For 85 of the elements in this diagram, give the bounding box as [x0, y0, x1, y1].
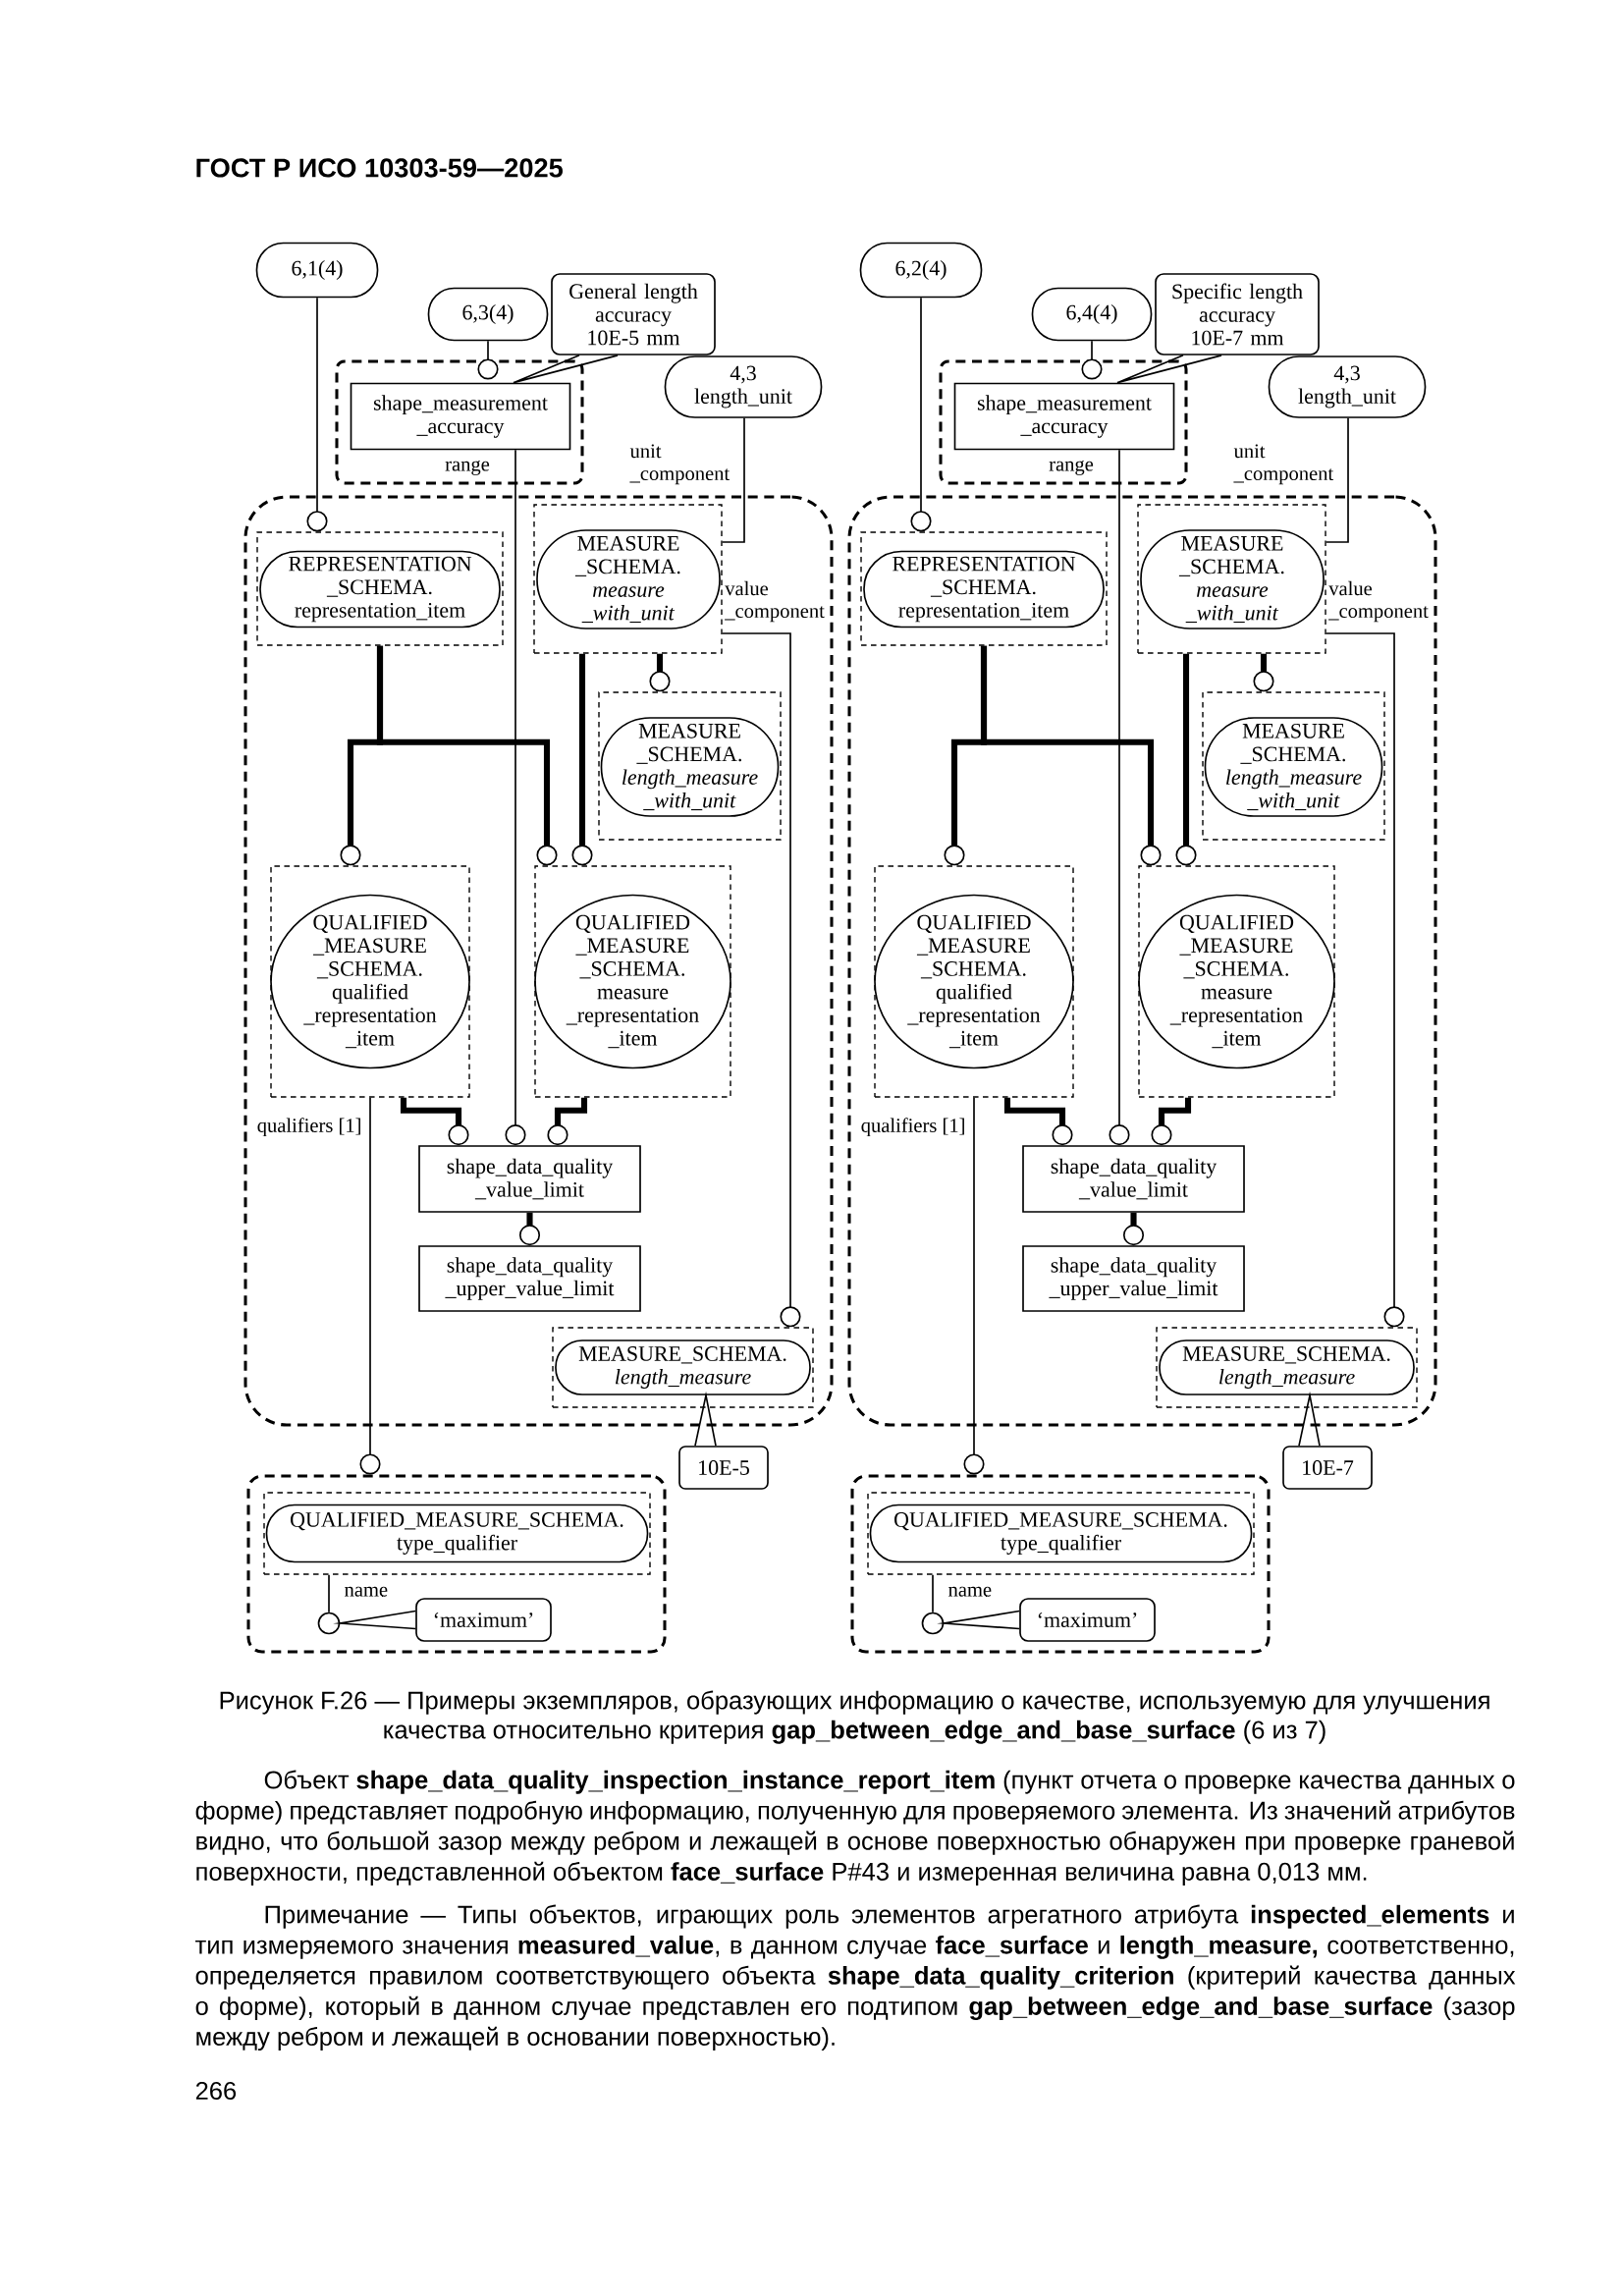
thick-connector	[547, 1097, 588, 1146]
dashed-instance-frame	[1202, 691, 1385, 841]
rounded-entity-box: QUALIFIED_MEASURE_SCHEMA. type_qualifier	[265, 1503, 649, 1563]
rounded-entity-box: MEASURE _SCHEMA. length_measure _with_unit	[1204, 717, 1383, 817]
body-paragraph: Объект shape_data_quality_inspection_instance_report_item (пункт отчета о проверке качества данных о форме) представляет подробную информацию, полученную для проверяемого элемента. Из значений атрибутов видно, что большой зазор между ребром и лежащей в основе поверхностью обнаружен при проверке граневой поверхности, представленной объектом face_surface P#43 и измеренная величина равна 0,013 мм.	[195, 1770, 1515, 1886]
edge-label: range	[445, 460, 490, 475]
edge-label: value _component	[725, 580, 825, 623]
dashed-instance-frame	[860, 531, 1108, 646]
connector-line	[721, 417, 745, 543]
dashed-group-frame	[243, 495, 834, 1427]
callout-box: ‘maximum’	[415, 1598, 552, 1642]
entity-box: shape_measurement _accuracy	[953, 382, 1175, 451]
thick-connector	[1003, 1097, 1073, 1146]
dashed-instance-frame	[1137, 504, 1326, 654]
thick-connector	[376, 645, 558, 866]
thick-connector	[571, 653, 593, 866]
edge-label: range	[1049, 460, 1094, 475]
entity-box: shape_data_quality _value_limit	[418, 1145, 641, 1213]
dashed-instance-frame	[867, 1492, 1255, 1575]
thick-connector	[518, 1212, 541, 1246]
thick-connector	[1122, 1212, 1145, 1246]
connector-line	[932, 1573, 934, 1613]
dashed-instance-frame	[1138, 865, 1335, 1098]
small-circle	[921, 1612, 945, 1635]
edge-label: name	[948, 1586, 992, 1597]
connector-line	[328, 1573, 330, 1613]
entity-box: shape_data_quality _upper_value_limit	[1022, 1245, 1245, 1312]
entity-box: shape_data_quality _value_limit	[1022, 1145, 1245, 1213]
entity-box: shape_data_quality _upper_value_limit	[418, 1245, 641, 1312]
callout-box: ‘maximum’	[1019, 1598, 1156, 1642]
edge-label: value _component	[1328, 580, 1429, 623]
connector-line	[1081, 340, 1103, 380]
dashed-group-frame	[939, 359, 1188, 485]
dashed-group-frame	[335, 359, 584, 485]
figure-caption: Рисунок F.26 — Примеры экземпляров, образующих информацию о качестве, используемую для улучшения качества относительно критерия gap_between_edge_and_base_surface (6 из 7)	[220, 1690, 1489, 1744]
rounded-entity-box: MEASURE _SCHEMA. measure _with_unit	[1140, 529, 1325, 629]
connector-line	[721, 632, 801, 1328]
thick-connector	[400, 1097, 469, 1146]
edge-label: unit _component	[629, 444, 730, 485]
edge-label: unit _component	[1233, 444, 1334, 485]
rounded-entity-box: MEASURE _SCHEMA. length_measure _with_unit	[600, 717, 780, 817]
connector-line	[910, 297, 932, 532]
connector-line	[1325, 632, 1405, 1328]
dashed-instance-frame	[533, 504, 723, 654]
callout-box: General length accuracy 10E-5 mm	[551, 273, 716, 355]
connector-line	[505, 449, 526, 1146]
dashed-instance-frame	[1156, 1327, 1418, 1408]
connector-line	[963, 1096, 985, 1475]
thick-connector	[1151, 1097, 1192, 1146]
callout-box: 10E-7	[1282, 1446, 1373, 1490]
running-header: ГОСТ Р ИСО 10303-59—2025	[196, 158, 563, 178]
dashed-instance-frame	[256, 531, 504, 646]
callout-box: Specific length accuracy 10E-7 mm	[1155, 273, 1320, 355]
dashed-instance-frame	[598, 691, 782, 841]
rounded-entity-box: MEASURE_SCHEMA. length_measure	[555, 1339, 811, 1395]
edge-label: name	[345, 1586, 388, 1597]
rounded-entity-box: REPRESENTATION _SCHEMA. representation_item	[259, 550, 501, 629]
callout-box: 10E-5	[678, 1446, 769, 1490]
edge-label: qualifiers [1]	[861, 1118, 964, 1137]
thick-connector	[980, 645, 1162, 866]
dashed-group-frame	[246, 1474, 667, 1654]
dashed-instance-frame	[263, 1492, 651, 1575]
small-circle	[317, 1612, 341, 1635]
dashed-instance-frame	[552, 1327, 814, 1408]
connector-line	[477, 340, 499, 380]
body-paragraph: Примечание — Типы объектов, играющих роль элементов агрегатного атрибута inspected_elements и тип измеряемого значения measured_value, в данном случае face_surface и length_measure, соответственно, определяется правилом соответствующего объекта shape_data_quality_criterion (критерий качества данных о форме), который в данном случае представлен его подтипом gap_between_edge_and_base_surface (зазор между ребром и лежащей в основании поверхностью).	[195, 1904, 1516, 2051]
thick-connector	[1253, 653, 1274, 692]
connector-line	[1325, 417, 1349, 543]
rounded-entity-box: MEASURE_SCHEMA. length_measure	[1159, 1339, 1415, 1395]
thick-connector	[649, 653, 671, 692]
dashed-instance-frame	[534, 865, 731, 1098]
rounded-entity-box: REPRESENTATION _SCHEMA. representation_item	[863, 550, 1105, 629]
dashed-group-frame	[847, 495, 1437, 1427]
page-number: 266	[195, 2081, 237, 2101]
entity-box: shape_measurement _accuracy	[350, 382, 571, 451]
connector-line	[1109, 449, 1130, 1146]
connector-line	[306, 297, 328, 532]
rounded-entity-box: QUALIFIED_MEASURE_SCHEMA. type_qualifier	[869, 1503, 1253, 1563]
thick-connector	[1175, 653, 1197, 866]
dashed-group-frame	[850, 1474, 1271, 1654]
dashed-instance-frame	[270, 865, 470, 1098]
connector-line	[359, 1096, 381, 1475]
rounded-entity-box: MEASURE _SCHEMA. measure _with_unit	[536, 529, 721, 629]
dashed-instance-frame	[874, 865, 1074, 1098]
edge-label: qualifiers [1]	[257, 1118, 360, 1137]
